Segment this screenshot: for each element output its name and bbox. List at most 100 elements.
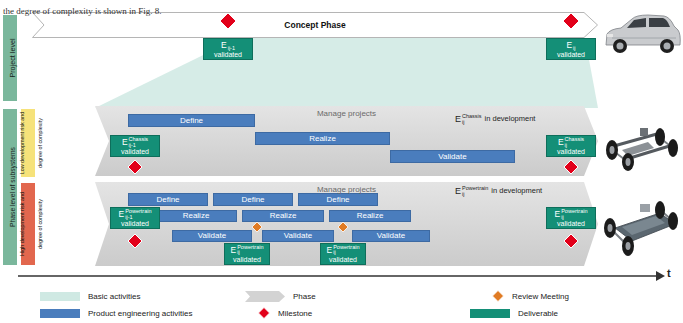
deliverable-box: EPowertrainijvalidated: [224, 243, 270, 265]
status-note-text: E: [455, 115, 461, 124]
deliverable-label: E: [327, 246, 333, 255]
legend-label: Phase: [293, 292, 316, 301]
car-photo-part: [617, 43, 624, 50]
chassis-photo-part: [655, 128, 665, 146]
chassis-photo-part: [640, 128, 648, 136]
deliverable-label: validated: [557, 220, 585, 227]
deliverable-box: Eijvalidated: [546, 38, 596, 60]
legend-entry: Product engineering activities: [40, 307, 193, 319]
powertrain-photo-part: [608, 224, 613, 232]
car-photo-part: [607, 34, 613, 37]
deliverable-label: E: [558, 138, 564, 147]
powertrain-photo-part: [640, 204, 650, 212]
car-photo-part: [660, 39, 674, 53]
deliverable-box: Eij-1validated: [203, 38, 253, 60]
car-photo-part: [613, 39, 627, 53]
activity-box: Define: [128, 193, 208, 206]
band-label: High development risk and degree of comp…: [19, 192, 43, 256]
powertrain-photo-part: [622, 216, 665, 235]
activity-box: Define: [213, 193, 293, 206]
band-label-holder: Project level: [1, 16, 19, 100]
deliverable-label: ij: [573, 46, 575, 52]
band-label: Phase level of subsystems: [9, 147, 16, 227]
formula-row: Eij-1: [221, 39, 235, 51]
activity-label: Define: [326, 196, 349, 204]
band-label-holder: Phase level of subsystems: [1, 110, 19, 264]
deliverable-label: E: [122, 138, 128, 147]
legend-diamond-shape: [492, 290, 504, 302]
legend-diamond-body: [259, 308, 270, 319]
legend-label: Deliverable: [518, 309, 558, 318]
deliverable-box: EChassisij-1validated: [110, 135, 160, 157]
legend-entry: Phase: [245, 290, 316, 302]
level-band: Phase level of subsystems: [2, 108, 18, 266]
legend-diamond-shape: [258, 307, 270, 319]
deliverable-label: ij: [561, 215, 587, 221]
activity-box: Define: [298, 193, 378, 206]
powertrain-photo-part: [655, 201, 665, 219]
deliverable-label: E: [566, 41, 572, 50]
chassis-photo-part: [626, 158, 631, 166]
basic-activities-fan: [95, 38, 598, 108]
time-axis: [18, 271, 665, 281]
level-band: Low development risk and degree of compl…: [20, 108, 36, 178]
deliverable-box: EPowertrainijvalidated: [546, 207, 596, 229]
deliverable-label: validated: [557, 51, 585, 58]
chassis-photo-part: [610, 146, 615, 154]
formula-row: EPowertrainij: [327, 244, 360, 256]
car-photo-part: [627, 18, 646, 28]
legend-swatch: [40, 309, 80, 318]
deliverable-label: Powertrain: [561, 209, 587, 215]
status-note-text: E: [455, 187, 461, 196]
activity-label: Validate: [284, 232, 312, 240]
index-stack: ij: [573, 39, 575, 51]
deliverable-label: ij-1: [129, 143, 149, 149]
formula-row: EPowertrainijin development: [455, 185, 542, 197]
activity-label: Define: [180, 117, 203, 125]
status-note-text: Chassis: [462, 114, 482, 120]
status-note-text: ij: [462, 192, 488, 198]
activity-box: Validate: [172, 230, 252, 242]
deliverable-label: ij-1: [125, 215, 151, 221]
chassis-photo-part: [622, 153, 634, 171]
deliverable-label: validated: [121, 220, 149, 227]
legend-label: Review Meeting: [512, 292, 569, 301]
time-axis-part: [18, 275, 658, 277]
index-stack: ij-1: [228, 39, 235, 51]
activity-label: Validate: [377, 232, 405, 240]
legend-phase-body: [245, 291, 285, 302]
activity-box: Realize: [329, 210, 411, 222]
phase-title: Concept Phase: [284, 20, 345, 30]
index-stack: Chassisij: [565, 136, 585, 148]
legend-label: Milestone: [278, 309, 312, 318]
milestone-diamond-part: [564, 160, 578, 174]
legend-diamond-body: [493, 291, 504, 302]
deliverable-box: EPowertrainij-1validated: [110, 207, 160, 229]
milestone-diamond-part: [563, 13, 579, 29]
index-stack: Powertrainij: [462, 185, 488, 197]
level-band: Project level: [2, 14, 18, 102]
legend-entry: Milestone: [258, 307, 312, 319]
activity-box: Validate: [262, 230, 334, 242]
chassis-photo-part: [606, 140, 618, 160]
index-stack: Chassisij: [462, 113, 482, 125]
formula-row: Eij: [566, 39, 575, 51]
chassis-photo: [606, 128, 678, 171]
activity-box: Validate: [352, 230, 430, 242]
status-note-text: in development: [491, 187, 542, 195]
index-stack: Chassisij-1: [129, 136, 149, 148]
activity-label: Validate: [198, 232, 226, 240]
deliverable-label: Powertrain: [237, 245, 263, 251]
car-photo: [606, 15, 680, 53]
deliverable-label: ij: [565, 143, 585, 149]
chassis-photo-part: [668, 139, 678, 157]
index-stack: Powertrainij: [237, 244, 263, 256]
activity-label: Define: [156, 196, 179, 204]
band-label: Project level: [8, 38, 17, 77]
milestone-diamond-part: [564, 234, 578, 248]
phase-title: Manage projects: [317, 109, 376, 118]
formula-row: EChassisijin development: [455, 113, 535, 125]
review-diamond-part: [252, 222, 262, 232]
activity-label: Realize: [270, 212, 297, 220]
